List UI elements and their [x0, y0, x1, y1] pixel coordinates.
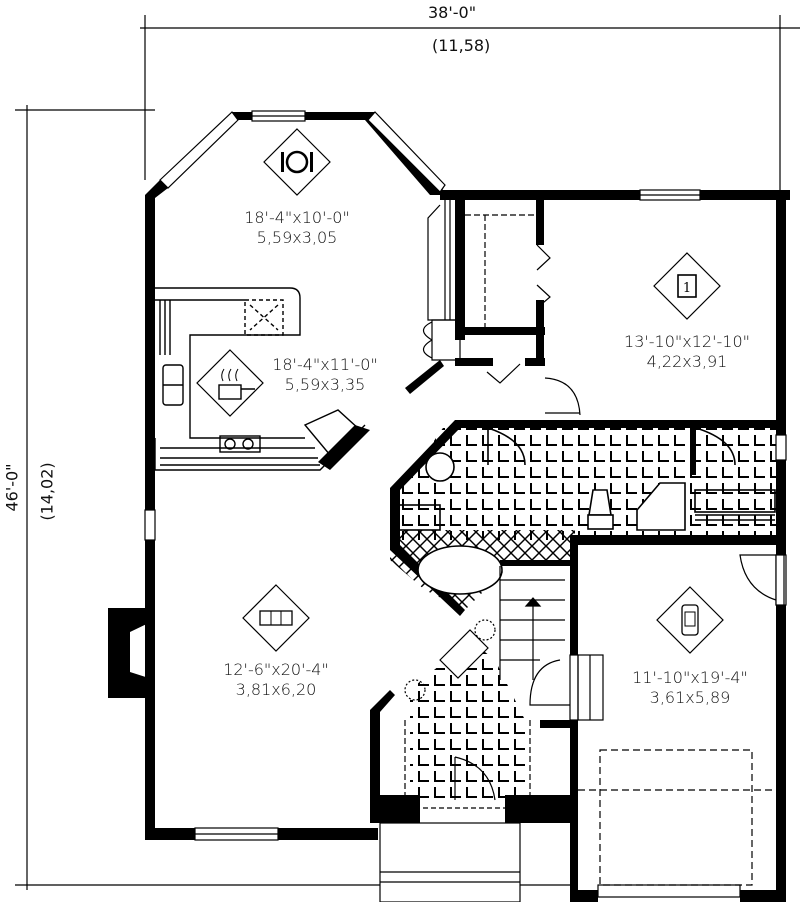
- bed-1-icon: 1: [653, 252, 721, 320]
- living-dims-metric: 3,81x6,20: [235, 680, 317, 699]
- garage-details: [577, 554, 785, 886]
- room-label-living: 12'-6"x20'-4" 3,81x6,20: [196, 660, 356, 700]
- garage-dims-imperial: 11'-10"x19'-4": [632, 668, 748, 687]
- garage-dims-metric: 3,61x5,89: [649, 688, 731, 707]
- bedroom-dims-metric: 4,22x3,91: [646, 352, 728, 371]
- car-icon: [656, 586, 724, 654]
- overall-width-metric: (11,58): [432, 36, 491, 55]
- overall-width-imperial: 38'-0": [428, 3, 477, 22]
- dining-dims-imperial: 18'-4"x10'-0": [244, 208, 350, 227]
- overall-depth-imperial: 46'-0": [2, 463, 22, 512]
- room-label-garage: 11'-10"x19'-4" 3,61x5,89: [605, 668, 775, 708]
- kitchen-dims-metric: 5,59x3,35: [284, 375, 366, 394]
- windows: [144, 110, 787, 898]
- plants: [404, 619, 496, 701]
- entry: [379, 720, 531, 902]
- room-label-kitchen: 18'-4"x11'-0" 5,59x3,35: [250, 355, 400, 395]
- bedroom-dims-imperial: 13'-10"x12'-10": [624, 332, 750, 351]
- room-label-dining: 18'-4"x10'-0" 5,59x3,05: [207, 208, 387, 248]
- svg-text:1: 1: [683, 281, 691, 296]
- bathroom-fixtures: [394, 427, 776, 595]
- overall-depth-metric: (14,02): [37, 462, 57, 521]
- tile-floors: [390, 425, 780, 800]
- living-dims-imperial: 12'-6"x20'-4": [223, 660, 329, 679]
- kitchen-counters: [154, 287, 366, 471]
- dimension-lines: [15, 15, 800, 890]
- kitchen-dims-imperial: 18'-4"x11'-0": [272, 355, 378, 374]
- cooking-pot-icon: [196, 349, 264, 417]
- dining-plate-icon: [263, 128, 331, 196]
- sofa-icon: [242, 584, 310, 652]
- room-label-bedroom: 13'-10"x12'-10" 4,22x3,91: [597, 332, 777, 372]
- linen-shelves: [422, 200, 581, 416]
- stairs: [499, 566, 570, 706]
- dining-dims-metric: 5,59x3,05: [256, 228, 338, 247]
